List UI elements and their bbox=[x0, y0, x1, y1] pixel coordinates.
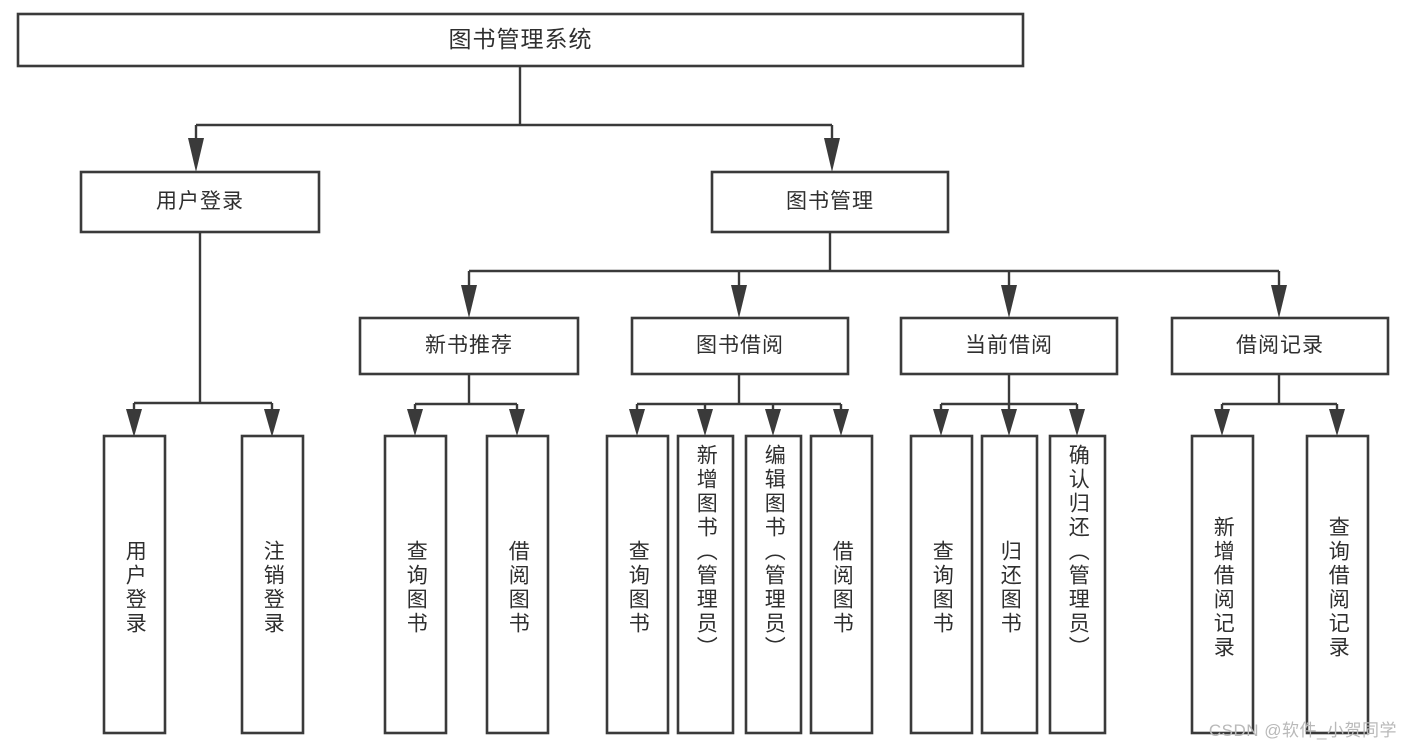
node-box-leaf-edit-book[interactable] bbox=[744, 434, 803, 735]
node-box-leaf-return-book[interactable] bbox=[980, 434, 1039, 735]
arrow-head-leaf-borrow-book-1 bbox=[509, 409, 525, 436]
node-box-leaf-query-book-2[interactable] bbox=[605, 434, 670, 735]
arrow-head-leaf-edit-book bbox=[765, 409, 781, 436]
arrow-head-leaf-query-record bbox=[1329, 409, 1345, 436]
arrow-head-leaf-confirm-return bbox=[1069, 409, 1085, 436]
arrow-head-leaf-user-login bbox=[126, 409, 142, 437]
node-box-leaf-confirm-return[interactable] bbox=[1048, 434, 1107, 735]
node-box-root[interactable] bbox=[16, 12, 1025, 68]
node-box-user-login[interactable] bbox=[79, 170, 321, 234]
node-box-leaf-add-record[interactable] bbox=[1190, 434, 1255, 735]
node-box-book-borrow[interactable] bbox=[630, 316, 850, 376]
arrow-head-leaf-add-record bbox=[1214, 409, 1230, 436]
node-box-leaf-query-book-3[interactable] bbox=[909, 434, 974, 735]
node-box-leaf-borrow-book-1[interactable] bbox=[485, 434, 550, 735]
arrow-head-leaf-query-book-2 bbox=[629, 409, 645, 436]
arrow-head-user-login bbox=[188, 138, 204, 172]
arrow-head-book-manage bbox=[824, 138, 840, 172]
arrow-head-current-borrow bbox=[1001, 285, 1017, 318]
arrow-head-new-book-recommend bbox=[461, 285, 477, 318]
arrow-head-leaf-query-book-1 bbox=[407, 409, 423, 436]
arrow-head-leaf-user-logout bbox=[264, 409, 280, 437]
arrow-head-borrow-record bbox=[1271, 285, 1287, 318]
node-box-book-manage[interactable] bbox=[710, 170, 950, 234]
node-box-leaf-borrow-book-2[interactable] bbox=[809, 434, 874, 735]
watermark-text: CSDN @软件_小贺同学 bbox=[1208, 721, 1397, 740]
node-box-leaf-add-book[interactable] bbox=[676, 434, 735, 735]
node-box-borrow-record[interactable] bbox=[1170, 316, 1390, 376]
arrow-head-leaf-borrow-book-2 bbox=[833, 409, 849, 436]
node-box-leaf-user-login[interactable] bbox=[102, 434, 167, 735]
node-box-leaf-user-logout[interactable] bbox=[240, 434, 305, 735]
node-box-new-book-recommend[interactable] bbox=[358, 316, 580, 376]
arrow-head-book-borrow bbox=[731, 285, 747, 318]
arrow-head-leaf-add-book bbox=[697, 409, 713, 436]
node-box-leaf-query-record[interactable] bbox=[1305, 434, 1370, 735]
node-box-current-borrow[interactable] bbox=[899, 316, 1119, 376]
arrow-head-leaf-return-book bbox=[1001, 409, 1017, 436]
node-box-leaf-query-book-1[interactable] bbox=[383, 434, 448, 735]
arrow-head-leaf-query-book-3 bbox=[933, 409, 949, 436]
